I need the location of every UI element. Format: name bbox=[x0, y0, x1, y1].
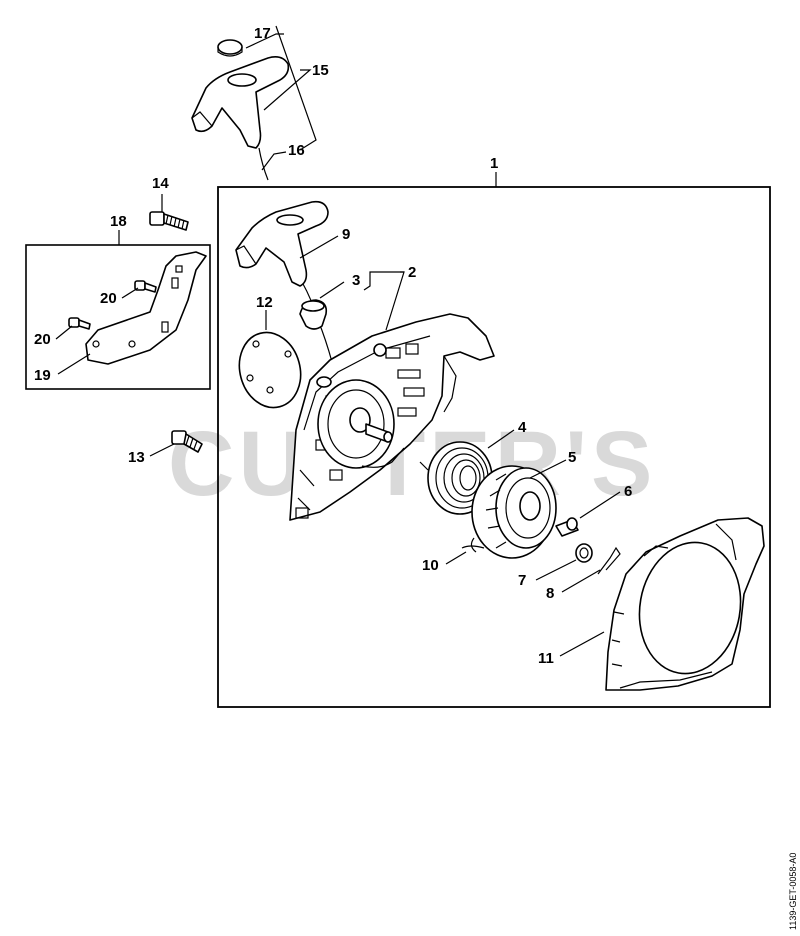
screw-14 bbox=[149, 211, 189, 231]
screw-20-upper bbox=[134, 280, 157, 293]
callout-2: 2 bbox=[408, 264, 416, 281]
callout-3: 3 bbox=[352, 272, 360, 289]
cap-17 bbox=[217, 39, 243, 55]
callout-13: 13 bbox=[128, 449, 145, 466]
callout-1: 1 bbox=[490, 155, 498, 172]
callout-7: 7 bbox=[518, 572, 526, 589]
callout-12: 12 bbox=[256, 294, 273, 311]
cover-11 bbox=[605, 517, 765, 691]
washer-7 bbox=[575, 543, 593, 563]
assembly-box-18 bbox=[25, 244, 211, 390]
assembly-box-1 bbox=[217, 186, 771, 708]
callout-20-lower: 20 bbox=[34, 331, 51, 348]
disc-12 bbox=[238, 331, 302, 409]
handle-9 bbox=[235, 200, 333, 363]
starter-housing-2 bbox=[289, 313, 495, 521]
callout-15: 15 bbox=[312, 62, 329, 79]
callout-18: 18 bbox=[110, 213, 127, 230]
callout-20-upper: 20 bbox=[100, 290, 117, 307]
document-id: 1139-GET-0058-A0 bbox=[788, 853, 798, 930]
callout-6: 6 bbox=[624, 483, 632, 500]
callout-4: 4 bbox=[518, 419, 527, 436]
callout-16: 16 bbox=[288, 142, 305, 159]
callout-10: 10 bbox=[422, 557, 439, 574]
bushing-3 bbox=[299, 299, 328, 330]
handle-assembly-15 bbox=[191, 39, 290, 181]
screw-20-lower bbox=[68, 317, 91, 330]
leader-lines bbox=[55, 25, 621, 657]
callout-11: 11 bbox=[538, 650, 554, 667]
callout-14: 14 bbox=[152, 175, 169, 192]
callout-19: 19 bbox=[34, 367, 51, 384]
callout-8: 8 bbox=[546, 585, 554, 602]
clip-8 bbox=[597, 546, 621, 575]
pin-6 bbox=[555, 517, 579, 537]
rotor-5 bbox=[470, 465, 557, 559]
callout-5: 5 bbox=[568, 449, 576, 466]
callout-9: 9 bbox=[342, 226, 350, 243]
callout-17: 17 bbox=[254, 25, 271, 42]
hook-10 bbox=[461, 545, 485, 549]
screw-13 bbox=[171, 430, 203, 453]
plate-19 bbox=[85, 251, 207, 365]
